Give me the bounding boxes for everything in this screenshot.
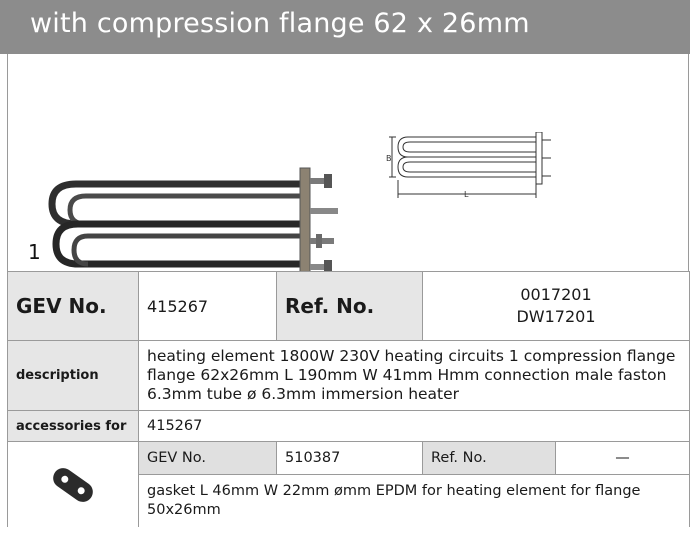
- image-number: 1: [28, 240, 41, 264]
- accessory-ref-value: —: [554, 441, 690, 475]
- accessory-description-row: gasket L 46mm W 22mm ømm EPDM for heatin…: [8, 474, 690, 527]
- ref-values: 0017201 DW17201: [421, 271, 690, 341]
- page-title: with compression flange 62 x 26mm: [0, 0, 690, 54]
- accessories-value: 415267: [137, 410, 690, 442]
- gasket-icon: [53, 467, 93, 502]
- dimension-drawing: B L: [386, 132, 551, 199]
- accessory-gev-value: 510387: [276, 441, 423, 475]
- accessory-description: gasket L 46mm W 22mm ømm EPDM for heatin…: [137, 474, 690, 527]
- gev-value: 415267: [138, 271, 277, 341]
- ref-label: Ref. No.: [276, 271, 423, 341]
- gasket-image: [7, 441, 139, 527]
- dim-b-label: B: [386, 154, 392, 163]
- spec-table: GEV No. 415267 Ref. No. 0017201 DW17201 …: [7, 271, 690, 527]
- ref-value-2: DW17201: [516, 307, 596, 326]
- product-image-area: B L 1: [7, 54, 689, 291]
- description-label: description: [7, 340, 139, 411]
- accessory-gev-label: GEV No.: [138, 441, 277, 475]
- gev-row: GEV No. 415267 Ref. No. 0017201 DW17201: [7, 271, 690, 341]
- accessories-row: accessories for 415267: [7, 410, 690, 442]
- dim-l-label: L: [464, 190, 469, 199]
- accessories-label: accessories for: [7, 410, 139, 442]
- description-text: heating element 1800W 230V heating circu…: [137, 340, 690, 411]
- accessory-ref-label: Ref. No.: [422, 441, 556, 475]
- description-row: description heating element 1800W 230V h…: [7, 340, 690, 411]
- gev-label: GEV No.: [7, 271, 139, 341]
- accessory-row: GEV No. 510387 Ref. No. —: [7, 441, 690, 527]
- heating-element-photo: [48, 167, 338, 291]
- ref-value-1: 0017201: [520, 285, 592, 304]
